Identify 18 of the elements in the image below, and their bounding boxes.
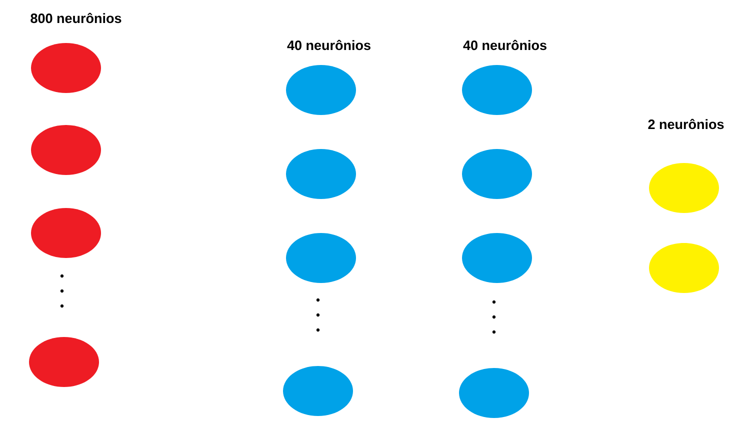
neuron	[459, 368, 529, 418]
neuron	[462, 149, 532, 199]
layer-heading: 40 neurônios	[287, 40, 370, 50]
neuron	[31, 43, 101, 93]
neuron	[286, 149, 356, 199]
neuron	[29, 337, 99, 387]
neuron	[462, 65, 532, 115]
neuron	[31, 208, 101, 258]
neuron	[31, 125, 101, 175]
neuron	[649, 163, 719, 213]
neuron	[286, 65, 356, 115]
neuron	[462, 233, 532, 283]
layer-heading: 2 neurônios	[648, 118, 724, 130]
layer-heading: 40 neurônios	[463, 40, 546, 50]
layer-heading: 800 neurônios	[30, 12, 122, 24]
neuron	[286, 233, 356, 283]
neuron	[649, 243, 719, 293]
neuron	[283, 366, 353, 416]
